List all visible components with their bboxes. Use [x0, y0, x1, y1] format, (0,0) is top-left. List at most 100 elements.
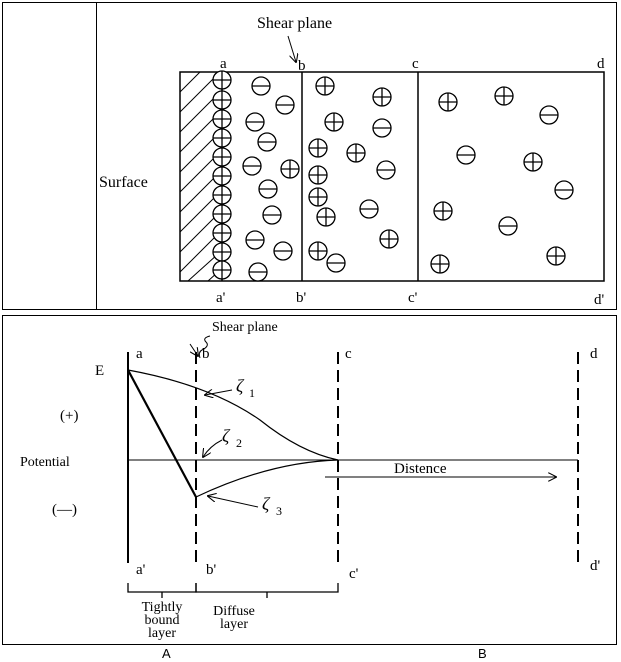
zeta1-subscript: 1 — [249, 386, 255, 400]
anion-symbol — [245, 112, 265, 132]
cation-symbol — [546, 246, 566, 266]
top-left-cell — [2, 2, 97, 310]
solution-box — [179, 71, 605, 282]
anion-symbol — [258, 179, 278, 199]
anion-symbol — [498, 216, 518, 236]
arrow-zeta1 — [205, 390, 233, 395]
label-b-prime-bottom: b' — [206, 562, 217, 578]
cation-symbol — [212, 109, 232, 129]
surface-label: Surface — [99, 174, 148, 191]
cation-symbol — [212, 223, 232, 243]
curve-zeta1 — [127, 369, 339, 461]
arrow-zeta3 — [208, 496, 259, 508]
diffuse-line1: Diffuse — [213, 604, 255, 619]
bottom-diagram: Shear plane a b c d E (+) Potential (—) … — [20, 320, 601, 641]
tightly-line1: Tightly — [142, 600, 183, 615]
cation-symbol — [315, 76, 335, 96]
label-c-bottom: c — [345, 346, 352, 362]
cation-symbol — [212, 147, 232, 167]
label-d-prime-top: d' — [594, 292, 605, 308]
cation-symbol — [212, 90, 232, 110]
curve-zeta3 — [195, 459, 339, 498]
label-b-prime-top: b' — [296, 290, 307, 306]
cation-symbol — [212, 166, 232, 186]
anion-symbol — [539, 105, 559, 125]
anion-symbol — [248, 262, 268, 282]
anion-symbol — [456, 145, 476, 165]
label-minus: (—) — [52, 502, 77, 518]
cation-symbol — [308, 165, 328, 185]
label-a-prime-top: a' — [216, 290, 226, 306]
label-b-top: b — [298, 58, 306, 74]
label-c-prime-top: c' — [408, 290, 418, 306]
anion-symbol — [275, 95, 295, 115]
caption-B: B — [478, 646, 487, 661]
anion-symbol — [245, 230, 265, 250]
cation-symbol — [212, 204, 232, 224]
label-a-bottom: a — [136, 346, 143, 362]
anion-symbol — [242, 156, 262, 176]
line-zeta3-drop — [127, 369, 197, 498]
ions — [212, 70, 574, 282]
label-d-bottom: d — [590, 346, 598, 362]
cation-symbol — [212, 185, 232, 205]
surface-hatch — [179, 71, 219, 282]
cation-symbol — [346, 143, 366, 163]
top-diagram: Shear plane a b c d a' b' c' d' Surface — [99, 15, 605, 308]
anion-symbol — [554, 180, 574, 200]
label-c-prime-bottom: c' — [349, 566, 359, 582]
zeta3-subscript: 3 — [276, 504, 282, 518]
tightly-line2: bound — [145, 613, 180, 628]
label-b-bottom: b — [202, 346, 210, 362]
shear-plane-label-bottom: Shear plane — [212, 320, 278, 335]
anion-symbol — [326, 253, 346, 273]
label-E: E — [95, 363, 104, 379]
cation-symbol — [430, 254, 450, 274]
cation-symbol — [212, 70, 232, 90]
label-a-top: a — [220, 56, 227, 72]
zeta2-subscript: 2 — [236, 436, 242, 450]
anion-symbol — [372, 118, 392, 138]
anion-symbol — [376, 160, 396, 180]
anion-symbol — [262, 205, 282, 225]
cation-symbol — [316, 207, 336, 227]
cation-symbol — [308, 187, 328, 207]
arrow-zeta2 — [203, 439, 223, 457]
cation-symbol — [379, 229, 399, 249]
bottom-panel-frame — [2, 315, 617, 645]
cation-symbol — [212, 128, 232, 148]
cation-symbol — [280, 159, 300, 179]
cation-symbol — [494, 86, 514, 106]
shear-plane-squiggle — [198, 335, 211, 359]
cation-symbol — [433, 201, 453, 221]
bracket-tightly — [127, 583, 197, 593]
zeta1-symbol: ζ — [236, 376, 245, 396]
cation-symbol — [372, 87, 392, 107]
shear-plane-label-top: Shear plane — [257, 15, 332, 32]
label-d-prime-bottom: d' — [590, 558, 601, 574]
label-plus: (+) — [60, 408, 78, 424]
zeta2-symbol: ζ — [222, 426, 231, 446]
cation-symbol — [523, 152, 543, 172]
label-c-top: c — [412, 56, 419, 72]
anion-symbol — [273, 241, 293, 261]
anion-symbol — [251, 76, 271, 96]
label-a-prime-bottom: a' — [136, 562, 146, 578]
cation-symbol — [324, 112, 344, 132]
cation-symbol — [308, 241, 328, 261]
anion-symbol — [257, 132, 277, 152]
cation-symbol — [212, 260, 232, 280]
cation-symbol — [308, 138, 328, 158]
cation-symbol — [438, 92, 458, 112]
bracket-diffuse — [195, 583, 339, 593]
label-d-top: d — [597, 56, 605, 72]
tightly-line3: layer — [148, 626, 176, 641]
caption-A: A — [162, 646, 171, 661]
label-potential: Potential — [20, 455, 70, 470]
diffuse-line2: layer — [220, 617, 248, 632]
zeta3-symbol: ζ — [262, 494, 271, 514]
cation-symbol — [212, 242, 232, 262]
shear-plane-arrow-top — [287, 35, 296, 62]
anion-symbol — [359, 199, 379, 219]
